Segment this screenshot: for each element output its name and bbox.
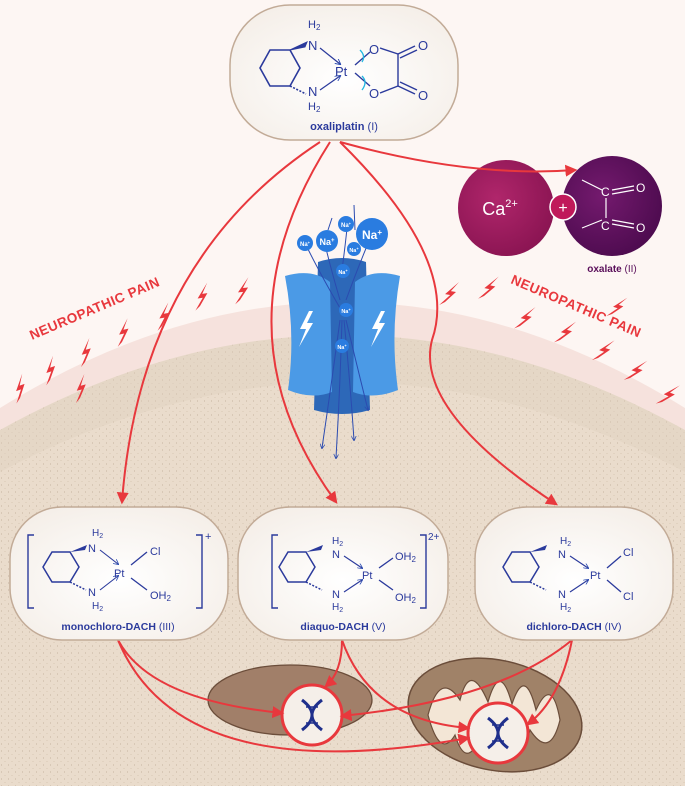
dichloro-card: H2 N N H2 Pt Cl Cl dichloro-DACH (IV)	[474, 506, 674, 641]
svg-text:Cl: Cl	[623, 547, 633, 559]
monochloro-card: + H2 N N H2 Pt Cl OH2 monochloro-DACH (I…	[9, 506, 229, 641]
svg-text:C: C	[601, 185, 610, 199]
svg-text:H2: H2	[332, 536, 343, 548]
svg-text:O: O	[369, 42, 379, 57]
svg-text:O: O	[636, 181, 645, 195]
oxaliplatin-card: H2 N N H2 Pt O O O O oxaliplatin (I)	[229, 4, 459, 141]
diaquo-number: (V)	[372, 621, 386, 633]
sodium-ions: Na+ Na+ Na+ Na+ Na+ Na+ Na+ Na+	[297, 216, 388, 353]
svg-text:H2: H2	[560, 536, 571, 548]
oxaliplatin-name: oxaliplatin	[310, 121, 365, 133]
svg-text:Na+: Na+	[338, 268, 348, 276]
svg-text:H2: H2	[92, 601, 103, 613]
dna-target-nucleus	[280, 683, 344, 747]
dna-arrows	[117, 639, 573, 753]
svg-text:OH2: OH2	[395, 592, 417, 605]
oxalate-ion	[562, 156, 662, 256]
svg-text:H2: H2	[308, 19, 321, 32]
svg-text:2+: 2+	[428, 532, 440, 543]
svg-text:O: O	[636, 221, 645, 235]
svg-text:N: N	[558, 589, 566, 601]
svg-text:Cl: Cl	[150, 546, 160, 558]
svg-text:Na+: Na+	[349, 246, 359, 254]
calcium-ion	[458, 160, 554, 256]
diaquo-name: diaquo-DACH	[300, 621, 368, 633]
svg-text:N: N	[308, 84, 317, 99]
sodium-channel	[285, 258, 400, 414]
svg-text:O: O	[418, 38, 428, 53]
svg-text:Pt: Pt	[362, 570, 372, 582]
svg-text:Na+: Na+	[362, 228, 382, 242]
svg-text:Pt: Pt	[590, 570, 600, 582]
svg-text:Na+: Na+	[341, 221, 352, 229]
svg-text:Cl: Cl	[623, 591, 633, 603]
svg-text:monochloro-DACH: monochloro-DACH (III)	[61, 621, 174, 633]
svg-text:H2: H2	[560, 602, 571, 614]
svg-text:Pt: Pt	[335, 64, 348, 79]
svg-text:Na+: Na+	[337, 343, 347, 351]
reaction-arrows	[116, 141, 578, 506]
dichloro-number: (IV)	[605, 621, 622, 633]
svg-text:oxalate (II): oxalate (II)	[587, 264, 636, 275]
svg-text:H2: H2	[308, 101, 321, 114]
svg-text:Na+: Na+	[319, 237, 335, 247]
dna-icon	[301, 698, 323, 732]
lightning-icon	[299, 311, 313, 347]
svg-text:OH2: OH2	[150, 590, 172, 603]
svg-text:dichloro-DACH (I: dichloro-DACH (IV)	[526, 621, 621, 633]
dichloro-name: dichloro-DACH	[526, 621, 601, 633]
svg-text:O: O	[369, 86, 379, 101]
svg-text:oxaliplatin (I): oxaliplatin (I)	[310, 121, 378, 133]
dna-target-mitochondrion	[466, 701, 530, 765]
svg-text:N: N	[558, 549, 566, 561]
svg-text:O: O	[418, 88, 428, 103]
svg-text:Na+: Na+	[300, 240, 311, 248]
lightning-icon	[371, 311, 385, 347]
oxalate-name: oxalate	[587, 264, 622, 275]
oxaliplatin-number: (I)	[368, 121, 378, 133]
svg-text:+: +	[558, 200, 567, 217]
svg-text:OH2: OH2	[395, 551, 417, 564]
svg-text:Pt: Pt	[114, 568, 124, 580]
svg-text:diaquo-DACH (V): diaquo-DACH (V)	[300, 621, 385, 633]
svg-text:N: N	[308, 38, 317, 53]
dna-icon	[487, 716, 509, 750]
svg-text:Na+: Na+	[341, 307, 351, 315]
oxalate-group: Ca2+ + C C O O oxalate (II)	[458, 156, 662, 275]
svg-text:H2: H2	[92, 528, 103, 540]
svg-text:N: N	[88, 587, 96, 599]
svg-text:C: C	[601, 219, 610, 233]
svg-text:Ca2+: Ca2+	[482, 198, 518, 219]
svg-text:+: +	[205, 531, 211, 543]
svg-text:N: N	[88, 543, 96, 555]
svg-text:N: N	[332, 549, 340, 561]
monochloro-name: monochloro-DACH	[61, 621, 156, 633]
monochloro-number: (III)	[159, 621, 175, 633]
svg-text:N: N	[332, 589, 340, 601]
svg-text:H2: H2	[332, 602, 343, 614]
diaquo-card: 2+ H2 N N H2 Pt OH2 OH2 diaquo-DACH (V)	[237, 506, 449, 641]
oxalate-number: (II)	[625, 264, 637, 275]
